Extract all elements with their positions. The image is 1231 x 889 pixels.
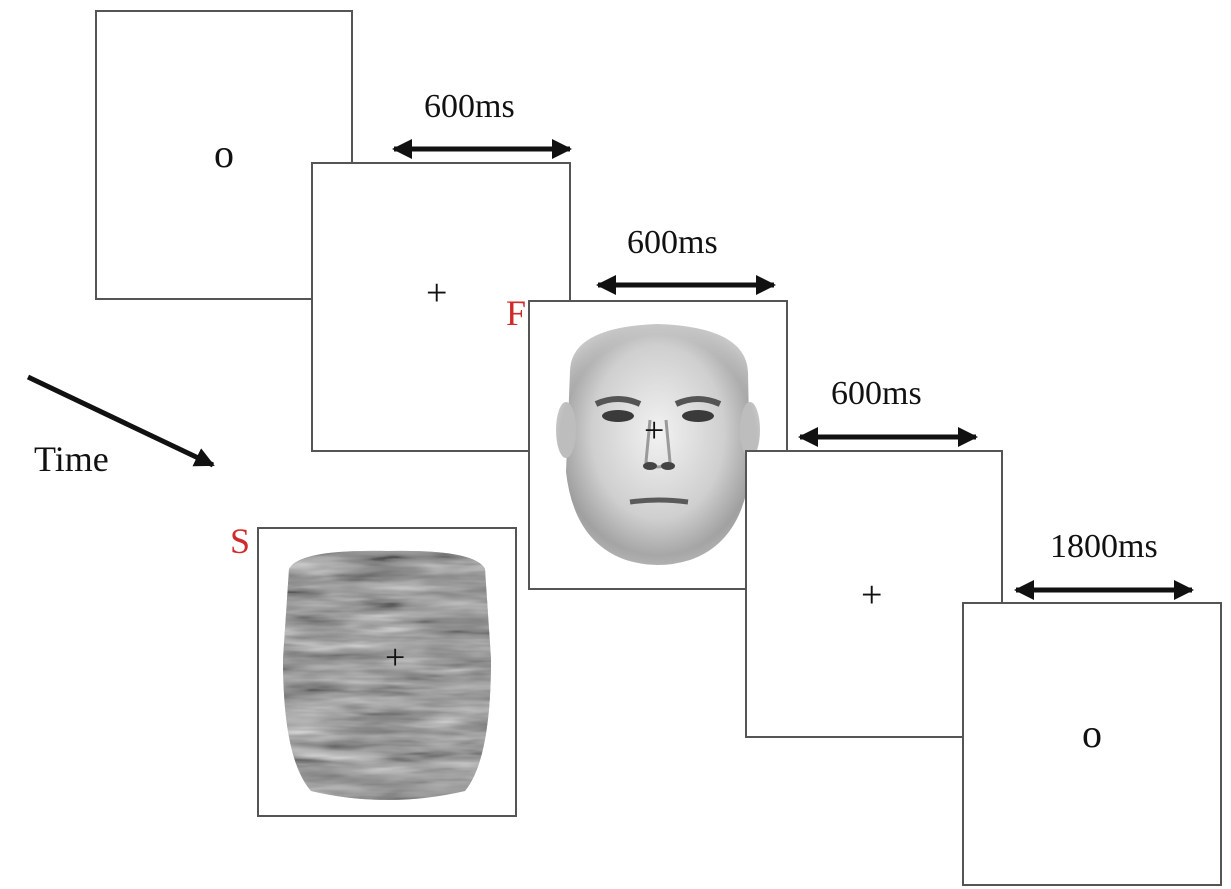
- face-condition-label: F: [506, 293, 527, 333]
- duration-label-4: 1800ms: [1050, 528, 1158, 565]
- face-fixation-cross: +: [644, 410, 664, 450]
- time-arrow: [26, 374, 215, 468]
- fixation-frame-2: +: [745, 450, 1003, 738]
- fixation-cross-2: +: [861, 574, 883, 616]
- start-frame: o: [95, 10, 353, 300]
- scrambled-condition-label: S: [230, 521, 251, 561]
- duration-label-3: 600ms: [831, 375, 922, 412]
- fixation-cross: +: [426, 272, 448, 314]
- duration-label-2: 600ms: [627, 224, 718, 261]
- duration-label-1: 600ms: [424, 88, 515, 125]
- end-frame: o: [962, 602, 1222, 886]
- scrambled-fixation-cross: +: [385, 637, 405, 677]
- face-stimulus-frame: +: [528, 300, 788, 590]
- face-image: +: [530, 302, 786, 588]
- scrambled-stimulus-frame: +: [257, 527, 517, 817]
- scrambled-face-image: +: [283, 550, 491, 801]
- fixation-frame-1: +: [311, 162, 571, 452]
- time-axis-label: Time: [34, 439, 109, 479]
- end-symbol: o: [1082, 711, 1102, 756]
- start-symbol: o: [214, 131, 234, 176]
